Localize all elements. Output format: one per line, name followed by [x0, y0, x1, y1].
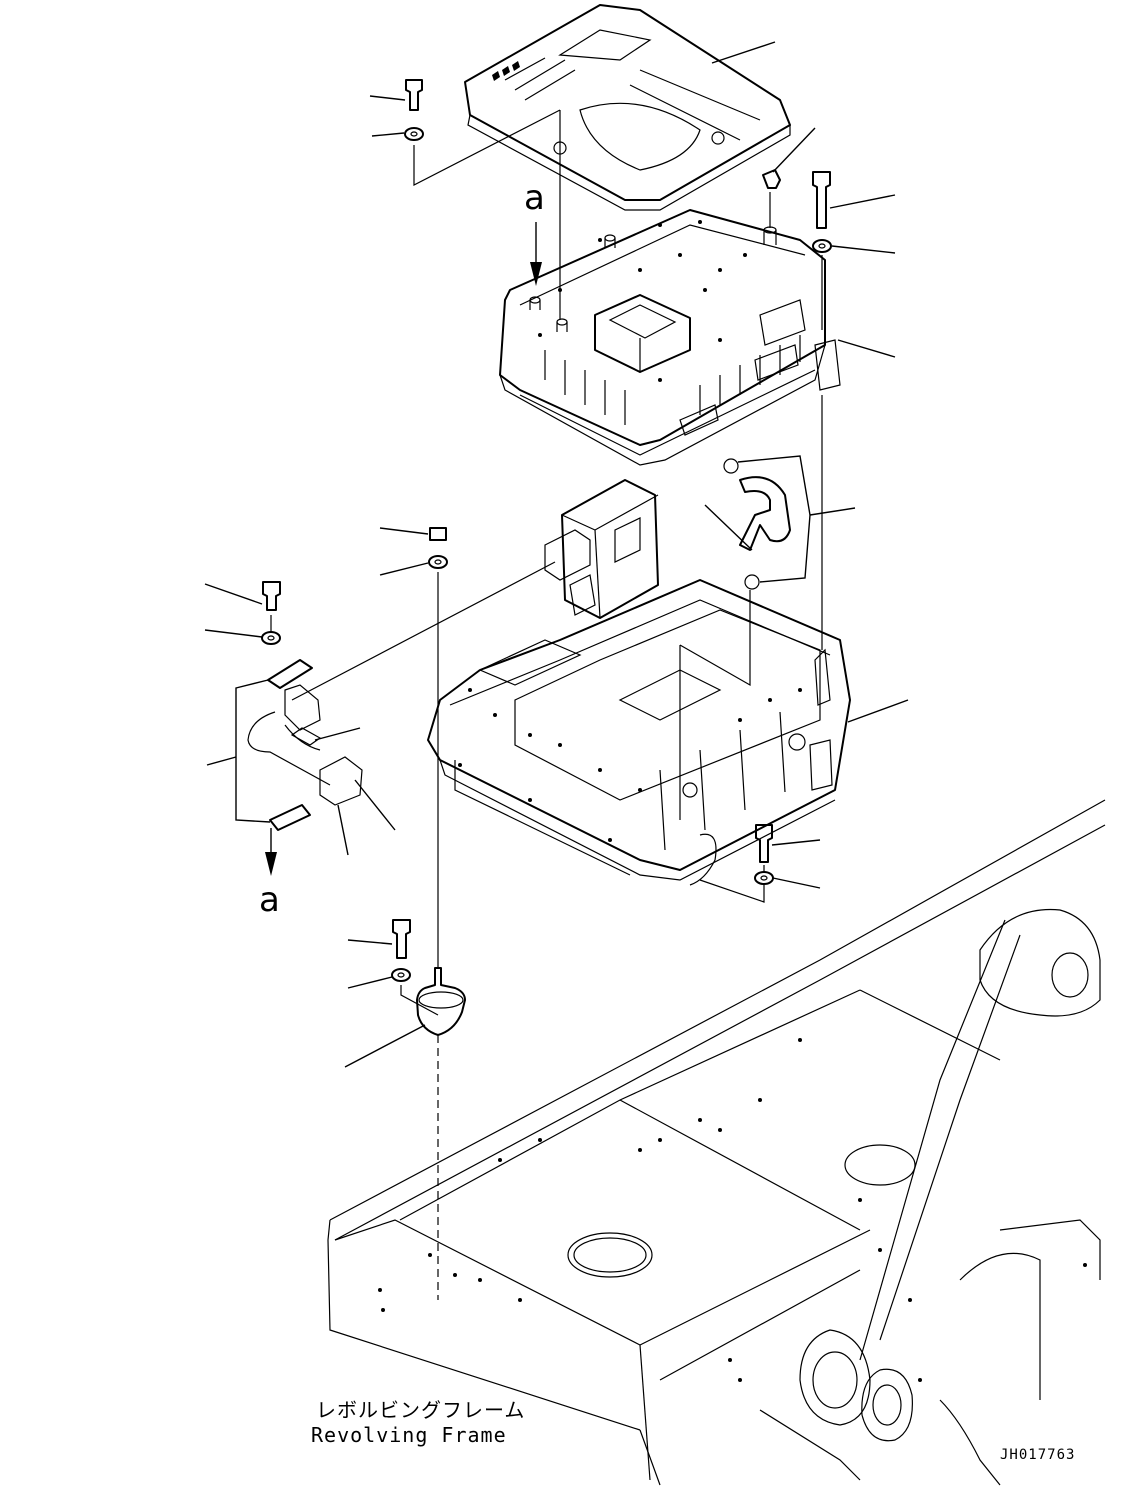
- view-marker-top: a: [524, 178, 545, 218]
- view-marker-bottom: a: [259, 880, 280, 920]
- arrow-down-icon: [530, 262, 542, 286]
- revolving-frame: [327, 799, 1106, 1486]
- coolant-hose: [723, 458, 791, 590]
- leader-lines: [204, 41, 909, 1068]
- fasteners: [261, 79, 832, 1036]
- drawing-code: JH017763: [1000, 1447, 1076, 1463]
- wiring-harness: [247, 659, 363, 831]
- view-arrows: [265, 222, 542, 876]
- arrow-down-icon: [265, 852, 277, 876]
- caption-english: Revolving Frame: [311, 1423, 507, 1447]
- assembly-lines: [270, 109, 823, 1300]
- terminal-box: [544, 479, 659, 619]
- upper-unit: [499, 209, 841, 466]
- top-cover: [464, 4, 791, 211]
- caption-japanese: レボルビングフレーム: [316, 1398, 526, 1422]
- lower-unit: [427, 579, 851, 886]
